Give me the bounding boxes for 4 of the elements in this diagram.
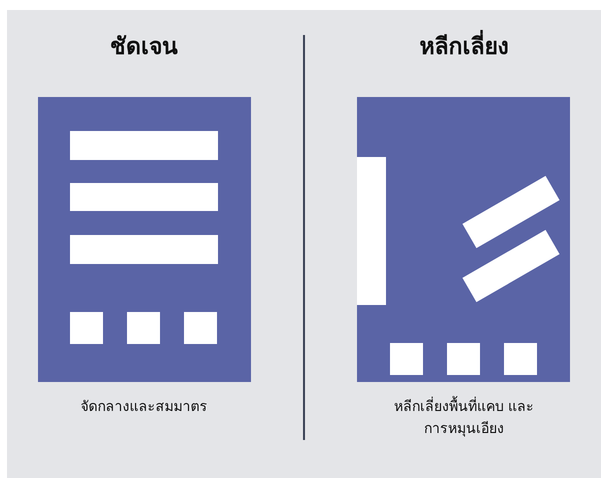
node-label: จัดกลางและสมมาตร — [80, 398, 208, 417]
node-label: หลีกเลี่ยงพื้นที่แคบ และการหมุนเอียง — [389, 396, 539, 440]
heading: หลีกเลี่ยง — [344, 28, 584, 64]
heading: ชัดเจน — [109, 33, 179, 62]
